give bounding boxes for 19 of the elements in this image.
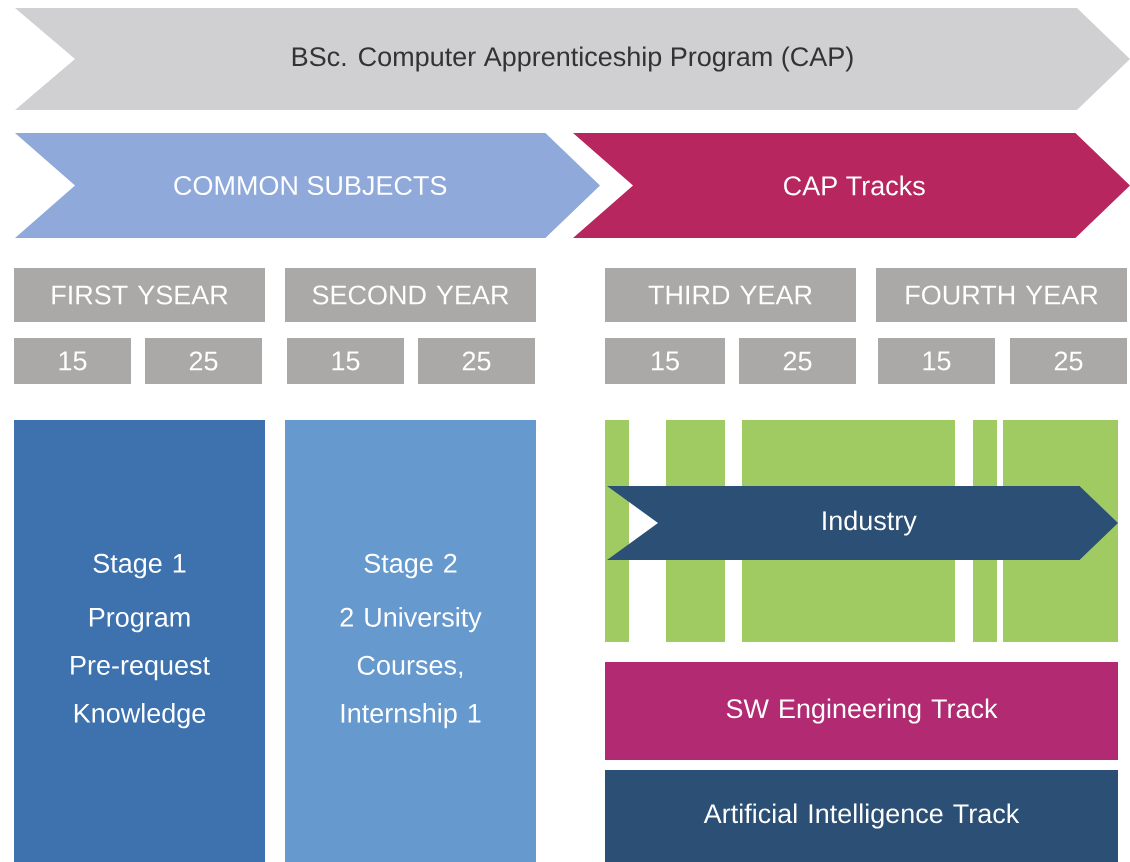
period-box: 25 (418, 338, 535, 384)
period-box: 25 (1010, 338, 1127, 384)
chevron-banner: COMMON SUBJECTS (15, 133, 600, 238)
year-box: THIRD YEAR (605, 268, 856, 322)
stage-box: Stage 2 2 University Courses, Internship 1 (285, 420, 536, 862)
stage-box: Stage 1 Program Pre-request Knowledge (14, 420, 265, 862)
year-box: FOURTH YEAR (876, 268, 1127, 322)
track-box: SW Engineering Track (605, 662, 1118, 760)
year-box: FIRST YSEAR (14, 268, 265, 322)
period-box: 15 (287, 338, 404, 384)
period-box: 15 (605, 338, 725, 384)
chevron-banner: BSc. Computer Apprenticeship Program (CAP) (15, 8, 1130, 110)
period-box: 15 (14, 338, 131, 384)
chevron-banner: CAP Tracks (573, 133, 1130, 238)
period-box: 15 (878, 338, 995, 384)
period-box: 25 (739, 338, 856, 384)
year-box: SECOND YEAR (285, 268, 536, 322)
period-box: 25 (145, 338, 262, 384)
track-box: Artificial Intelligence Track (605, 770, 1118, 862)
